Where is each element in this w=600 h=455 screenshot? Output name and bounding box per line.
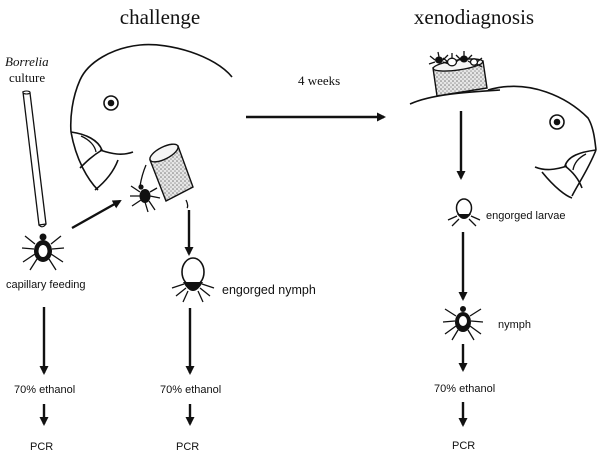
larvae-cluster-icon	[428, 51, 483, 68]
middle-ethanol-label: 70% ethanol	[160, 384, 221, 396]
tick-icon-capillary	[21, 233, 65, 271]
title-challenge: challenge	[120, 5, 200, 29]
left-ethanol-label: 70% ethanol	[14, 384, 75, 396]
tick-capsule-challenge-icon	[139, 143, 194, 209]
culture-label-genus: Borrelia	[5, 54, 49, 69]
engorged-larvae-label: engorged larvae	[486, 210, 566, 222]
right-ethanol-label: 70% ethanol	[434, 383, 495, 395]
engorged-larva-icon	[447, 198, 481, 227]
capillary-tube-icon	[22, 90, 47, 228]
engorged-nymph-icon	[171, 257, 215, 303]
bird-head-challenge-icon	[69, 43, 233, 191]
tick-icon-small	[130, 184, 161, 213]
feeding-to-bird-arrow	[71, 199, 122, 230]
engorged-nymph-label: engorged nymph	[222, 283, 316, 297]
title-xenodiagnosis: xenodiagnosis	[414, 5, 534, 29]
nymph-label: nymph	[498, 319, 531, 331]
nymph-icon	[442, 306, 484, 341]
capillary-feeding-label: capillary feeding	[6, 279, 86, 291]
tick-capsule-xeno-icon	[432, 58, 488, 97]
right-pcr-label: PCR	[452, 440, 475, 452]
interval-label: 4 weeks	[298, 73, 340, 88]
middle-pcr-label: PCR	[176, 441, 199, 453]
bird-head-xeno-icon	[409, 85, 597, 199]
left-pcr-label: PCR	[30, 441, 53, 453]
culture-label-word: culture	[9, 70, 45, 85]
